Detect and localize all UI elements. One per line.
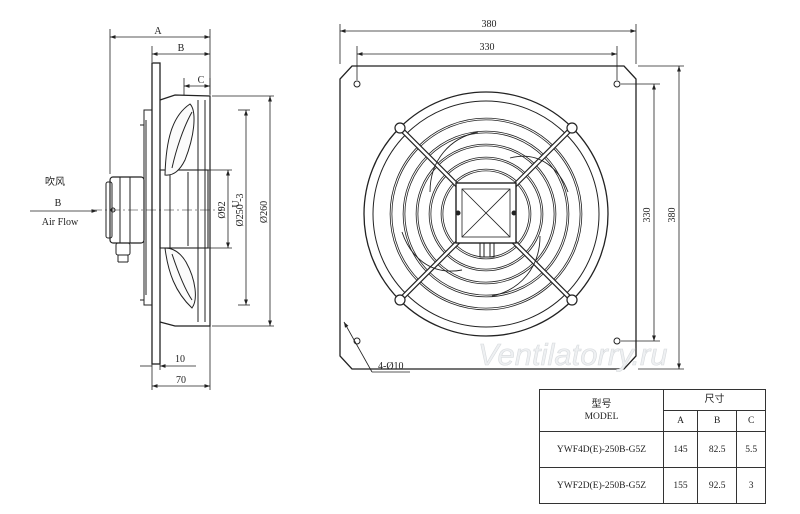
- front-labels: 380 330 330 380 4-Ø10: [378, 19, 678, 372]
- fan-blades: [164, 103, 196, 309]
- front-dimensions: [339, 24, 684, 373]
- table-row: YWF4D(E)-250B-G5Z 145 82.5 5.5: [539, 431, 766, 468]
- row-model: YWF2D(E)-250B-G5Z: [539, 467, 664, 504]
- junction-box: [105, 176, 145, 263]
- airflow-label-en: Air Flow: [42, 217, 79, 228]
- row-a: 155: [663, 467, 698, 504]
- dim-260-label: Ø260: [259, 201, 270, 223]
- side-dimensions: [30, 29, 274, 390]
- size-header-cn: 尺寸: [704, 394, 725, 405]
- col-header-b: B: [696, 410, 738, 432]
- side-labels: A B C Ø92 U Ø250 -3 Ø260 10 70 吹风 B Air …: [42, 26, 270, 386]
- row-model: YWF4D(E)-250B-G5Z: [539, 431, 664, 468]
- dim-10-label: 10: [175, 354, 185, 365]
- airflow-label-cn: 吹风: [45, 175, 65, 188]
- dim-70-label: 70: [176, 375, 186, 386]
- dim-250-label: Ø250 -3: [235, 193, 246, 226]
- holes-label: 4-Ø10: [378, 361, 404, 372]
- dim-c-label: C: [198, 75, 205, 86]
- mounting-hole: [613, 337, 621, 345]
- mounting-hole: [613, 80, 621, 88]
- model-header-cn: 型号: [591, 398, 612, 410]
- row-b: 82.5: [696, 431, 738, 468]
- dim-b-label: B: [178, 43, 185, 54]
- table-row: YWF2D(E)-250B-G5Z 155 92.5 3: [539, 467, 766, 504]
- blade-outlines: [401, 131, 569, 297]
- mounting-plate: [151, 62, 161, 365]
- housing-ring: [159, 94, 211, 327]
- dim-380-top-label: 380: [482, 19, 497, 30]
- outer-ring: [363, 91, 609, 337]
- airflow-label-b: B: [55, 198, 62, 209]
- motor-flange: [143, 109, 153, 306]
- model-header: 型号 MODEL: [539, 389, 664, 432]
- dim-92-label: Ø92: [217, 201, 228, 218]
- strut-pads: [394, 122, 578, 306]
- dim-330-top-label: 330: [480, 42, 495, 53]
- dim-380-side-label: 380: [667, 208, 678, 223]
- inner-ring: [372, 100, 600, 328]
- dim-u-label: U: [231, 200, 242, 208]
- side-view: [92, 62, 225, 365]
- row-c: 3: [736, 467, 766, 504]
- mounting-hole: [353, 337, 361, 345]
- col-header-a: A: [663, 410, 698, 432]
- row-c: 5.5: [736, 431, 766, 468]
- dim-a-label: A: [154, 26, 162, 37]
- motor-body: [159, 169, 209, 249]
- front-view: [339, 65, 637, 370]
- col-header-c: C: [736, 410, 766, 432]
- row-b: 92.5: [696, 467, 738, 504]
- size-header: 尺寸: [663, 389, 766, 411]
- watermark: Ventilatorry.ru: [478, 337, 668, 372]
- cable-box: [479, 242, 495, 258]
- row-a: 145: [663, 431, 698, 468]
- spec-table: 型号 MODEL 尺寸 A B C YWF4D(E)-250B-G5Z 145 …: [539, 389, 766, 504]
- model-header-en: MODEL: [584, 411, 619, 422]
- square-plate: [339, 65, 637, 370]
- wire-guard: [389, 117, 583, 311]
- mounting-hole: [353, 80, 361, 88]
- dim-330-side-label: 330: [642, 208, 653, 223]
